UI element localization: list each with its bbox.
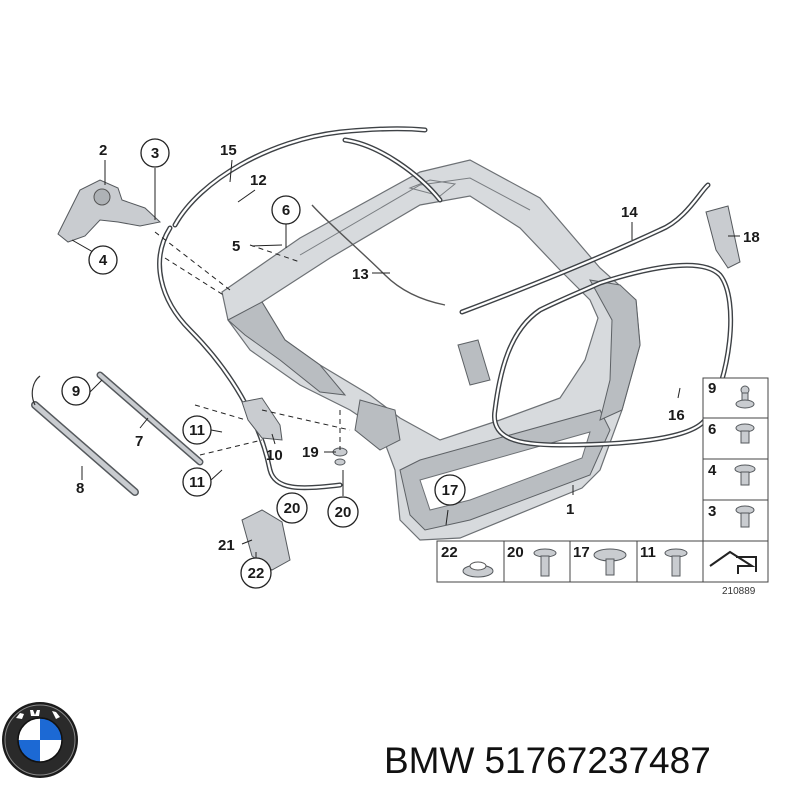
svg-text:9: 9: [72, 383, 80, 400]
callout-17: 17: [434, 474, 466, 506]
leader-lines: [71, 159, 740, 560]
svg-text:11: 11: [640, 544, 656, 561]
svg-text:22: 22: [248, 565, 265, 582]
callout-6: 6: [271, 195, 301, 225]
callout-2: 2: [99, 142, 107, 159]
svg-text:3: 3: [151, 145, 159, 162]
callout-9: 9: [61, 376, 91, 406]
fastener-table-right: 9 6 4 3: [702, 377, 769, 542]
callout-4: 4: [88, 245, 118, 275]
callout-11-bottom: 11: [182, 467, 212, 497]
bracket-18: [705, 205, 741, 269]
svg-text:6: 6: [708, 421, 716, 438]
svg-text:15: 15: [220, 142, 237, 159]
svg-text:17: 17: [573, 544, 590, 561]
callout-20-lock: 20: [276, 492, 308, 524]
callout-18: 18: [743, 229, 760, 246]
svg-text:20: 20: [284, 500, 301, 517]
callout-8: 8: [76, 480, 84, 497]
svg-text:22: 22: [441, 544, 458, 561]
part-number: 51767237487: [484, 740, 711, 781]
callout-22: 22: [240, 557, 272, 589]
callout-21: 21: [218, 537, 235, 554]
svg-text:10: 10: [266, 447, 283, 464]
lock-21: [241, 509, 291, 571]
callout-14: 14: [621, 204, 638, 221]
drawing-number: 210889: [722, 586, 756, 597]
svg-text:9: 9: [708, 380, 716, 397]
svg-text:16: 16: [668, 407, 685, 424]
gas-strut-7: [96, 371, 204, 466]
svg-text:11: 11: [189, 474, 205, 491]
svg-text:17: 17: [442, 482, 459, 499]
svg-text:2: 2: [99, 142, 107, 159]
callout-10: 10: [266, 447, 283, 464]
callout-19: 19: [302, 444, 319, 461]
svg-text:7: 7: [135, 433, 143, 450]
callout-13: 13: [352, 266, 369, 283]
callout-3: 3: [140, 138, 170, 168]
brand-name: BMW: [384, 740, 475, 781]
callout-7: 7: [135, 433, 143, 450]
svg-text:8: 8: [76, 480, 84, 497]
cable-13: [311, 204, 446, 306]
svg-text:13: 13: [352, 266, 369, 283]
callout-20-frame: 20: [327, 496, 359, 528]
svg-text:4: 4: [708, 462, 717, 479]
svg-text:12: 12: [250, 172, 267, 189]
svg-text:19: 19: [302, 444, 319, 461]
gas-strut-8: [31, 375, 139, 496]
svg-text:4: 4: [99, 252, 108, 269]
svg-text:3: 3: [708, 503, 716, 520]
hinge-plate-10: [241, 397, 283, 441]
callout-15: 15: [220, 142, 237, 159]
fastener-table-bottom: 22 20 17 11: [436, 540, 769, 583]
callout-1: 1: [566, 501, 574, 518]
callout-11-top: 11: [182, 415, 212, 445]
svg-text:21: 21: [218, 537, 235, 554]
callout-5: 5: [232, 238, 240, 255]
hinge-2: [57, 179, 162, 243]
svg-text:18: 18: [743, 229, 760, 246]
callout-16: 16: [668, 407, 685, 424]
svg-text:11: 11: [189, 422, 205, 439]
svg-text:20: 20: [507, 544, 524, 561]
svg-text:5: 5: [232, 238, 240, 255]
bmw-logo-icon: [2, 702, 78, 778]
svg-text:6: 6: [282, 202, 290, 219]
svg-text:20: 20: [335, 504, 352, 521]
svg-text:1: 1: [566, 501, 574, 518]
callout-12: 12: [250, 172, 267, 189]
svg-text:14: 14: [621, 204, 638, 221]
